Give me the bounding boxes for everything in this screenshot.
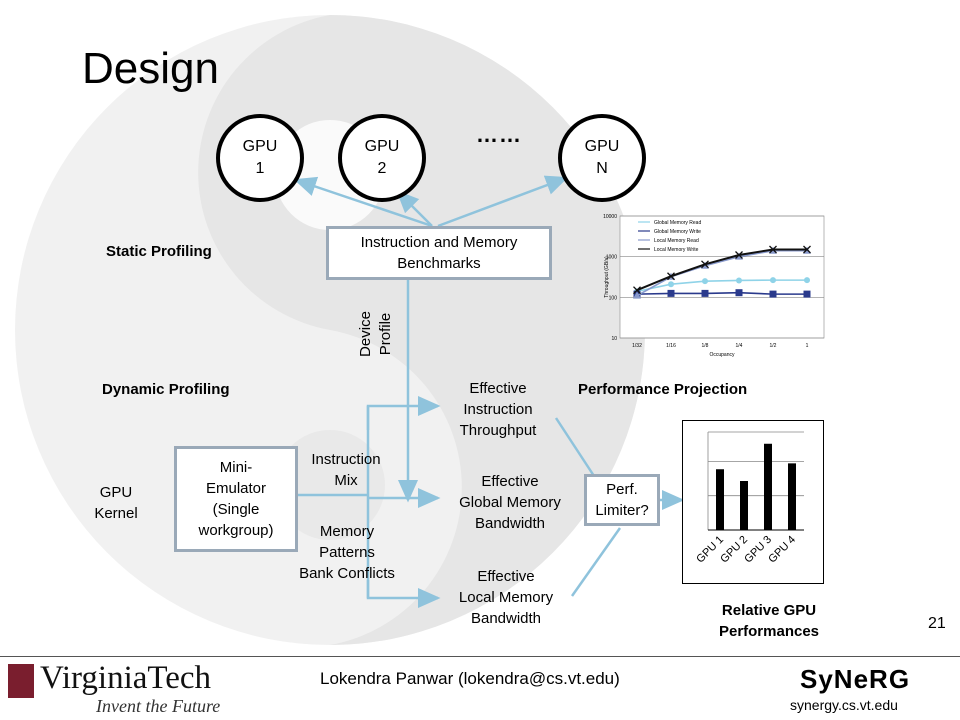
synergy-url: synergy.cs.vt.edu xyxy=(790,697,898,713)
data-point xyxy=(701,260,709,269)
data-point xyxy=(803,245,811,254)
data-point xyxy=(770,277,776,284)
effective-global-memory-label: Effective Global Memory Bandwidth xyxy=(459,473,561,532)
arrow-to-gpu2 xyxy=(396,190,433,227)
x-tick-label: 1 xyxy=(806,343,809,349)
org-tagline: Invent the Future xyxy=(96,696,221,716)
footer-divider xyxy=(0,656,960,657)
vt-shield-icon xyxy=(8,664,34,698)
data-point xyxy=(769,290,777,298)
org-logo: VirginiaTech xyxy=(40,660,212,696)
data-point xyxy=(735,252,743,260)
x-tick-label: 1/16 xyxy=(666,343,676,349)
y-axis-title: Throughput (GB/s) xyxy=(604,256,610,298)
connector-layer xyxy=(293,175,685,608)
bar xyxy=(764,443,772,530)
line-eff-local xyxy=(570,527,622,597)
x-axis-title: Occupancy xyxy=(709,352,735,358)
plot-area xyxy=(619,215,825,339)
x-tick-label: 1/4 xyxy=(736,343,743,349)
data-point xyxy=(804,277,810,284)
author-credit: Lokendra Panwar (lokendra@cs.vt.edu) xyxy=(320,669,620,688)
legend-label: Global Memory Write xyxy=(654,229,701,235)
data-point xyxy=(667,289,675,297)
data-point xyxy=(769,245,777,254)
data-point xyxy=(702,278,708,285)
effective-instruction-throughput-label: Effective Instruction Throughput xyxy=(459,380,537,439)
perf-limiter-box: Perf. Limiter? xyxy=(584,474,660,526)
series-line xyxy=(636,279,807,293)
series-line xyxy=(636,248,807,292)
bar xyxy=(740,481,748,530)
chart-frame xyxy=(682,420,824,584)
throughput-line-chart: 10 100 1000 10000 1/32 1/16 1/8 1/4 1/2 1Occupanc… xyxy=(603,214,825,358)
effective-local-memory-label: Effective Local Memory Bandwidth xyxy=(458,568,554,627)
memory-patterns-label: Memory Patterns Bank Conflicts xyxy=(299,523,395,582)
gpu-node-n: GPU N xyxy=(558,114,646,202)
data-point xyxy=(667,272,675,281)
page-number: 21 xyxy=(928,615,946,632)
arrow-instruction xyxy=(366,396,441,430)
line-eff-instr xyxy=(554,417,596,477)
bar xyxy=(788,463,796,530)
data-point xyxy=(735,251,743,259)
mini-emulator-box: Mini- Emulator (Single workgroup) xyxy=(174,446,298,552)
y-tick-label: 10000 xyxy=(603,214,617,220)
series-line xyxy=(636,249,807,297)
x-tick-label: 1/8 xyxy=(702,343,709,349)
x-tick-label: 1/32 xyxy=(632,343,642,349)
series-line xyxy=(636,291,807,295)
static-profiling-label: Static Profiling xyxy=(106,243,212,260)
data-point xyxy=(803,290,811,298)
y-tick-label: 10 xyxy=(611,336,617,342)
instruction-mix-label: Instruction Mix xyxy=(311,451,381,489)
slide-title: Design xyxy=(82,44,219,93)
legend-label: Local Memory Write xyxy=(654,247,699,253)
data-point xyxy=(633,286,641,295)
gpu-node-1: GPU 1 xyxy=(216,114,304,202)
data-point xyxy=(735,289,743,297)
arrow-to-gpu1 xyxy=(293,176,433,228)
gpu-node-2: GPU 2 xyxy=(338,114,426,202)
dynamic-profiling-label: Dynamic Profiling xyxy=(102,381,230,398)
y-tick-label: 1000 xyxy=(606,255,617,261)
bar xyxy=(716,469,724,530)
benchmarks-box: Instruction and Memory Benchmarks xyxy=(326,226,552,280)
data-point xyxy=(701,289,709,297)
background-watermark xyxy=(15,15,646,645)
performance-projection-label: Performance Projection xyxy=(578,381,748,398)
ellipsis: …… xyxy=(476,122,522,147)
y-tick-label: 100 xyxy=(609,295,618,301)
relative-gpu-performances-label: Relative GPU Performances xyxy=(718,602,820,640)
legend-label: Local Memory Read xyxy=(654,238,699,244)
legend-label: Global Memory Read xyxy=(654,220,701,226)
device-profile-label: Device Profile xyxy=(357,311,394,357)
x-tick-label: 1/2 xyxy=(770,343,777,349)
arrow-to-gpun xyxy=(437,175,569,228)
synergy-logo: SyNeRG xyxy=(800,664,911,694)
data-point xyxy=(736,277,742,284)
gpu-kernel-label: GPU Kernel xyxy=(94,484,138,522)
data-point xyxy=(633,291,641,299)
data-point xyxy=(668,281,674,288)
